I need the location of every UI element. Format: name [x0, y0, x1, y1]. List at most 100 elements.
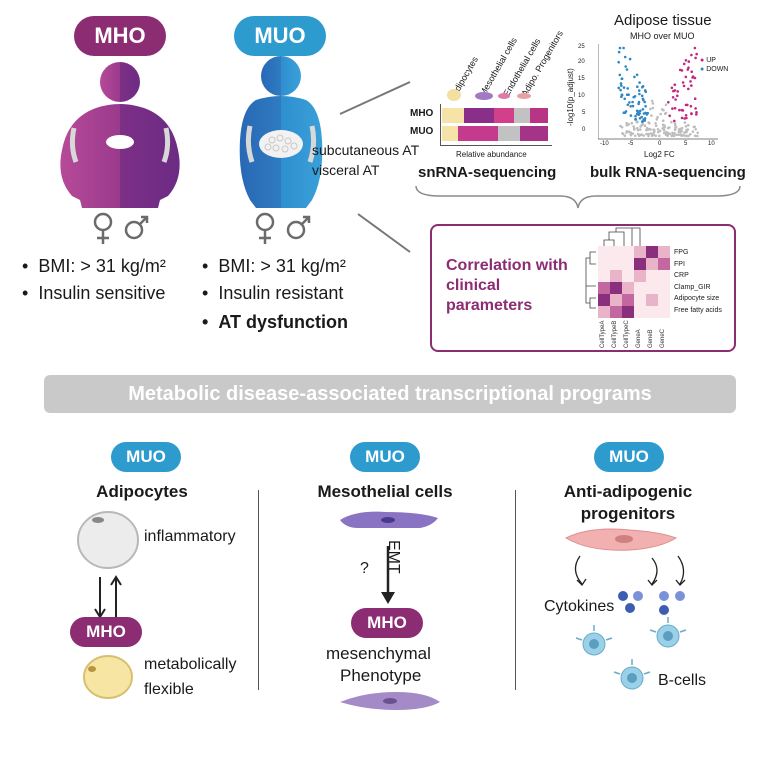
- bulk-ylabel: -log10(p_adjust): [566, 68, 575, 126]
- volcano-point: [662, 128, 666, 132]
- volcano-point: [639, 109, 642, 113]
- volcano-point: [691, 76, 694, 79]
- volcano-point: [620, 126, 624, 129]
- volcano-point: [651, 102, 655, 105]
- corr-col: GeneB: [648, 329, 654, 348]
- bulk-ytick: 10: [578, 93, 585, 99]
- volcano-point: [651, 106, 655, 110]
- bulk-ytick: 5: [582, 110, 586, 116]
- volcano-point: [617, 60, 620, 64]
- volcano-point: [628, 101, 631, 104]
- heatmap-cell: [610, 270, 622, 282]
- volcano-point: [680, 116, 684, 120]
- volcano-point: [678, 68, 682, 72]
- volcano-point: [649, 107, 652, 111]
- volcano-point: [673, 128, 677, 132]
- visceral-label: visceral AT: [312, 162, 380, 178]
- bcells-label: B-cells: [658, 672, 707, 689]
- heatmap-cell: [646, 282, 658, 294]
- bulk-xtick: -5: [628, 141, 634, 147]
- heatmap-cell: [658, 270, 670, 282]
- volcano-point: [639, 128, 642, 131]
- heatmap-cell: [646, 246, 658, 258]
- volcano-point: [629, 133, 633, 137]
- volcano-point: [635, 73, 639, 77]
- volcano-point: [642, 118, 645, 121]
- volcano-point: [681, 109, 685, 112]
- volcano-point: [684, 114, 688, 117]
- volcano-point: [655, 118, 659, 121]
- heatmap-cell: [622, 282, 634, 294]
- bulk-xlabel: Log2 FC: [644, 150, 675, 159]
- volcano-point: [622, 86, 626, 89]
- volcano-point: [674, 126, 677, 130]
- volcano-point: [623, 134, 627, 138]
- flexible-label: flexible: [144, 681, 194, 698]
- volcano-point: [693, 76, 697, 80]
- volcano-point: [663, 112, 667, 116]
- divider-1: [258, 490, 259, 690]
- volcano-point: [617, 86, 620, 90]
- volcano-point: [643, 124, 647, 127]
- bulk-ytick: 25: [578, 44, 585, 50]
- volcano-point: [629, 105, 632, 108]
- progenitors-muo-pill: MUO: [594, 442, 664, 472]
- volcano-point: [696, 131, 699, 135]
- volcano-point: [694, 128, 697, 131]
- volcano-point: [696, 134, 699, 138]
- bulk-xtick: 0: [658, 141, 662, 147]
- mho-bullet-insulin: Insulin sensitive: [22, 280, 165, 306]
- volcano-point: [623, 97, 626, 101]
- volcano-point: [694, 56, 697, 60]
- bulk-caption: bulk RNA-sequencing: [590, 164, 746, 181]
- volcano-point: [695, 111, 698, 114]
- volcano-point: [676, 90, 679, 93]
- mho-bullet-bmi: BMI: > 31 kg/m²: [22, 253, 166, 279]
- bulk-ytick: 0: [582, 127, 586, 133]
- mho-pill: MHO: [74, 16, 166, 56]
- corr-row: Clamp_GIR: [674, 283, 711, 291]
- correlation-dendrogram-top: [603, 227, 641, 246]
- heatmap-cell: [598, 294, 610, 306]
- volcano-point: [647, 132, 650, 136]
- volcano-point: [620, 77, 624, 80]
- corr-col: CellTypeA: [600, 320, 606, 348]
- heatmap-cell: [658, 282, 670, 294]
- volcano-point: [678, 108, 681, 112]
- muo-bullet-insulin: Insulin resistant: [202, 280, 343, 306]
- heatmap-cell: [634, 246, 646, 258]
- volcano-point: [693, 125, 696, 129]
- volcano-point: [690, 53, 693, 57]
- volcano-point: [656, 115, 659, 119]
- corr-row: Adipocyte size: [674, 295, 720, 302]
- volcano-point: [686, 103, 689, 107]
- volcano-point: [641, 108, 645, 111]
- corr-col: CellTypeC: [624, 320, 630, 348]
- bulk-xtick: 5: [684, 141, 688, 147]
- volcano-point: [644, 90, 648, 93]
- volcano-point: [636, 85, 639, 88]
- mesothelial-muo-pill: MUO: [350, 442, 420, 472]
- volcano-point: [645, 113, 649, 116]
- bulk-xtick: -10: [600, 141, 609, 147]
- heatmap-cell: [634, 270, 646, 282]
- correlation-box: [430, 224, 736, 352]
- volcano-point: [673, 119, 676, 123]
- volcano-point: [671, 96, 675, 99]
- snrna-bar-mho: [442, 108, 548, 123]
- volcano-point: [687, 87, 690, 91]
- metabolically-label: metabolically: [144, 656, 237, 673]
- volcano-point: [662, 131, 666, 135]
- volcano-point: [625, 130, 629, 133]
- volcano-point: [671, 131, 675, 135]
- volcano-point: [693, 134, 697, 138]
- heatmap-cell: [622, 294, 634, 306]
- heatmap-cell: [622, 306, 634, 318]
- progenitor-graphics: [564, 528, 687, 690]
- volcano-point: [619, 82, 623, 85]
- volcano-point: [684, 131, 687, 134]
- volcano-point: [618, 46, 622, 50]
- heatmap-cell: [598, 270, 610, 282]
- volcano-point: [635, 120, 639, 124]
- progenitors-title-1: Anti-adipogenic: [563, 482, 693, 501]
